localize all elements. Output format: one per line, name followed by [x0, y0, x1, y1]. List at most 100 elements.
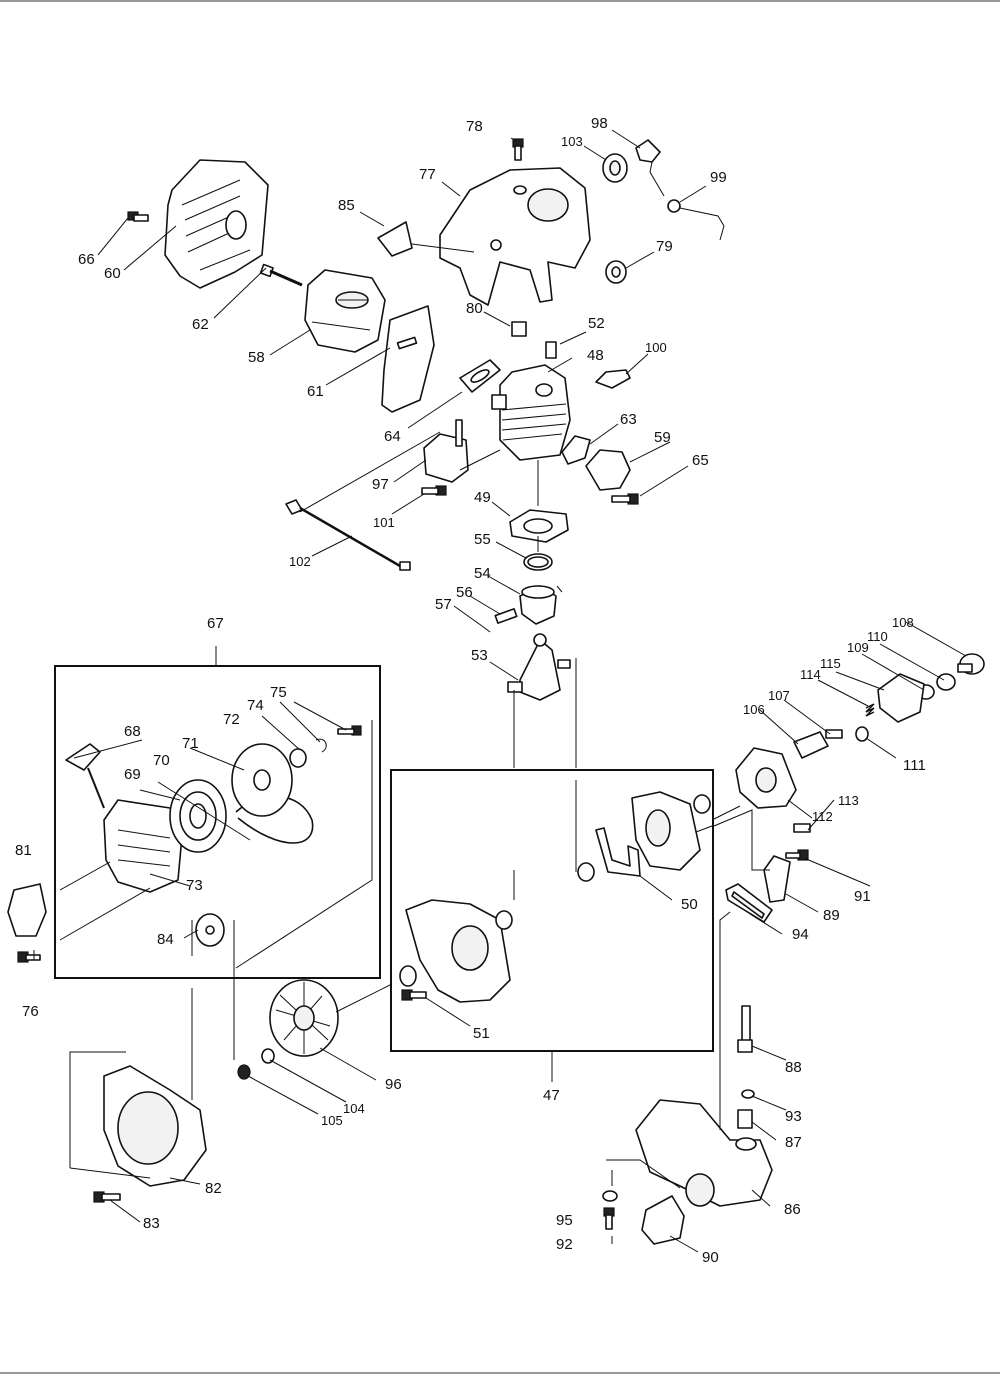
label-93: 93	[785, 1108, 802, 1125]
tank-washer	[602, 1190, 618, 1202]
muffler-gasket	[459, 359, 501, 393]
label-91: 91	[854, 888, 871, 905]
label-96: 96	[385, 1076, 402, 1093]
label-50: 50	[681, 896, 698, 913]
fuel-tube	[737, 1005, 753, 1053]
label-76: 76	[22, 1003, 39, 1020]
label-103: 103	[561, 134, 583, 149]
flywheel-washer	[261, 1048, 275, 1064]
label-85: 85	[338, 197, 355, 214]
exhaust-flange	[585, 449, 631, 491]
label-54: 54	[474, 565, 491, 582]
label-84: 84	[157, 931, 174, 948]
fan-housing	[103, 1065, 207, 1187]
label-108: 108	[892, 615, 914, 630]
label-74: 74	[247, 697, 264, 714]
clutch-bushing	[855, 726, 869, 742]
starter-gasket	[7, 883, 47, 937]
label-115: 115	[820, 656, 841, 671]
clutch-plate	[793, 731, 829, 759]
insulator-bolt	[421, 485, 447, 496]
muffler-long-bolt	[259, 263, 303, 287]
cover-screw	[512, 138, 524, 161]
label-55: 55	[474, 531, 491, 548]
label-90: 90	[702, 1249, 719, 1266]
starter-spring	[169, 779, 227, 853]
label-104: 104	[343, 1101, 365, 1116]
flange-bolt	[611, 493, 639, 505]
muffler-body	[304, 269, 386, 353]
plug-cap	[635, 139, 661, 163]
pulley-screw	[337, 725, 362, 736]
clutch-washer-large	[936, 673, 956, 691]
label-47: 47	[543, 1087, 560, 1104]
label-101: 101	[373, 515, 395, 530]
label-102: 102	[289, 554, 311, 569]
label-95: 95	[556, 1212, 573, 1229]
fan-housing-bolt	[93, 1191, 121, 1203]
crankcase-half-left	[405, 899, 511, 1003]
starter-handle	[65, 743, 105, 809]
spark-plug	[595, 369, 631, 389]
label-75: 75	[270, 684, 287, 701]
label-86: 86	[784, 1201, 801, 1218]
cover-label	[377, 221, 413, 257]
fuel-cap	[641, 1195, 685, 1245]
crankcase-bearing-right	[693, 794, 711, 814]
label-70: 70	[153, 752, 170, 769]
label-98: 98	[591, 115, 608, 132]
piston-ring	[523, 553, 553, 571]
clutch-case-bolt	[793, 823, 811, 833]
cover-grommet	[602, 153, 628, 183]
clutch-spring	[865, 703, 875, 717]
label-105: 105	[321, 1113, 343, 1128]
flywheel-nut	[237, 1064, 251, 1080]
part-drawings	[7, 138, 985, 1245]
clutch-screw	[825, 729, 843, 739]
crankcase-gasket	[595, 827, 641, 877]
label-112: 112	[812, 809, 833, 824]
label-56: 56	[456, 584, 473, 601]
exhaust-gasket	[561, 435, 591, 465]
starter-bolt	[17, 951, 41, 963]
cylinder-stud	[545, 341, 557, 359]
crankcase-seal-right	[577, 862, 595, 882]
label-63: 63	[620, 411, 637, 428]
crankcase-seal-left	[399, 965, 417, 987]
muffler-bolt	[127, 211, 149, 222]
crankcase-assembly-box	[390, 769, 714, 1052]
label-89: 89	[823, 907, 840, 924]
clutch-bolt	[957, 653, 985, 675]
label-61: 61	[307, 383, 324, 400]
label-79: 79	[656, 238, 673, 255]
label-78: 78	[466, 118, 483, 135]
label-100: 100	[645, 340, 667, 355]
part-labels: 78 98 103 99 77 85 79 66 60 80 52 62 48 …	[15, 115, 926, 1266]
label-87: 87	[785, 1134, 802, 1151]
label-72: 72	[223, 711, 240, 728]
piston	[519, 585, 563, 625]
tank-screw	[603, 1207, 615, 1230]
intake-insulator	[423, 419, 469, 483]
label-60: 60	[104, 265, 121, 282]
label-68: 68	[124, 723, 141, 740]
label-69: 69	[124, 766, 141, 783]
side-grommet	[605, 260, 627, 284]
label-97: 97	[372, 476, 389, 493]
starter-pulley	[231, 743, 293, 817]
clutch-case	[735, 747, 797, 809]
bracket-bolt	[785, 849, 809, 861]
starter-case	[103, 799, 183, 893]
label-88: 88	[785, 1059, 802, 1076]
label-71: 71	[182, 735, 199, 752]
label-49: 49	[474, 489, 491, 506]
plug-wire	[667, 199, 725, 241]
label-99: 99	[710, 169, 727, 186]
label-48: 48	[587, 347, 604, 364]
cylinder-cover	[439, 167, 591, 306]
label-80: 80	[466, 300, 483, 317]
label-111: 111	[903, 757, 926, 774]
label-92: 92	[556, 1236, 573, 1253]
label-113: 113	[838, 793, 859, 808]
